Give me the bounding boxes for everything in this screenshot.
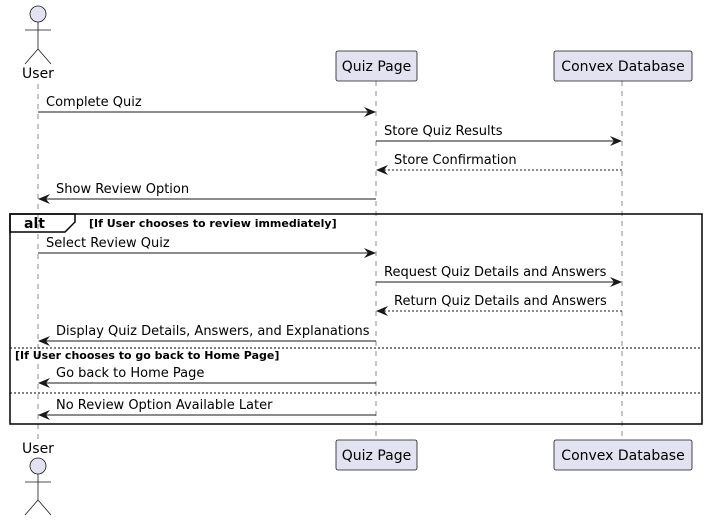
message: Display Quiz Details, Answers, and Expla… xyxy=(38,324,376,346)
actor-head xyxy=(29,457,47,475)
message-label: Store Confirmation xyxy=(394,153,517,168)
participant-convex-database-bottom: Convex Database xyxy=(553,439,693,471)
participant-label-convex-database: Convex Database xyxy=(561,448,684,464)
alt-frame: alt [If User chooses to review immediate… xyxy=(9,213,703,425)
participant-quiz-page-bottom: Quiz Page xyxy=(335,439,418,471)
message-label: Return Quiz Details and Answers xyxy=(394,294,607,309)
message: Store Quiz Results xyxy=(376,124,622,146)
message: Store Confirmation xyxy=(376,153,622,175)
participant-label-quiz-page: Quiz Page xyxy=(342,448,411,464)
message-label: Request Quiz Details and Answers xyxy=(384,265,607,280)
message: Return Quiz Details and Answers xyxy=(376,294,622,316)
participant-label-user: User xyxy=(22,441,54,457)
message: Request Quiz Details and Answers xyxy=(376,265,622,287)
message: No Review Option Available Later xyxy=(38,398,376,420)
participant-convex-database-top: Convex Database xyxy=(553,50,693,82)
actor-user-bottom: User xyxy=(22,441,54,516)
message: Go back to Home Page xyxy=(38,366,376,388)
participant-label-user: User xyxy=(22,66,54,82)
message-label: Go back to Home Page xyxy=(56,366,204,381)
participant-label-convex-database: Convex Database xyxy=(561,59,684,75)
actor-body xyxy=(24,22,52,65)
alt-guard-home: [If User chooses to go back to Home Page… xyxy=(15,349,279,362)
alt-keyword: alt xyxy=(24,216,45,232)
message-label: Display Quiz Details, Answers, and Expla… xyxy=(56,324,370,339)
message-label: No Review Option Available Later xyxy=(56,398,273,413)
actor-head xyxy=(29,5,47,23)
actor-body xyxy=(24,474,52,516)
participant-label-quiz-page: Quiz Page xyxy=(342,59,411,75)
message-label: Store Quiz Results xyxy=(384,124,503,139)
message: Show Review Option xyxy=(38,182,376,204)
message: Select Review Quiz xyxy=(38,236,376,258)
actor-user-top: User xyxy=(22,5,54,82)
message: Complete Quiz xyxy=(38,95,376,117)
message-label: Show Review Option xyxy=(56,182,189,197)
message-label: Select Review Quiz xyxy=(46,236,170,251)
alt-guard-review: [If User chooses to review immediately] xyxy=(89,217,337,230)
participant-quiz-page-top: Quiz Page xyxy=(335,50,418,82)
message-label: Complete Quiz xyxy=(46,95,142,110)
